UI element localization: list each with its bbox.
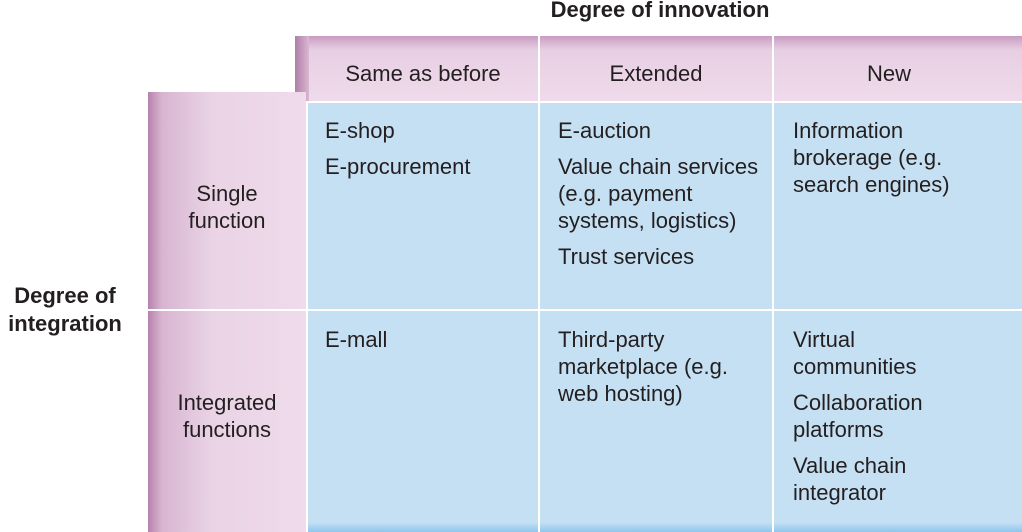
row-header-integrated: Integrated functions: [177, 390, 277, 442]
matrix-body: [306, 102, 1022, 532]
cell-item: Third-party marketplace (e.g. web hostin…: [558, 327, 728, 406]
columns-axis-title: Degree of innovation: [550, 0, 770, 22]
column-header-new: New: [866, 61, 911, 86]
cell-integrated-same: E-mall: [325, 326, 535, 362]
cell-item: E-auction: [558, 118, 651, 143]
cell-item: Information brokerage (e.g. search engin…: [793, 118, 950, 197]
row-header-single: Single function: [188, 181, 266, 233]
cell-item: Collaboration platforms: [793, 390, 923, 442]
cell-single-new: Information brokerage (e.g. search engin…: [793, 117, 993, 207]
cell-item: Virtual communities: [793, 327, 917, 379]
cell-single-extended: E-auction Value chain services (e.g. pay…: [558, 117, 770, 279]
matrix-bottom-edge: [306, 522, 1022, 532]
cell-integrated-new: Virtual communities Collaboration platfo…: [793, 326, 983, 515]
cell-item: Trust services: [558, 244, 695, 269]
grid-line: [772, 36, 774, 532]
cell-single-same: E-shop E-procurement: [325, 117, 535, 189]
cell-item: Value chain services (e.g. payment syste…: [558, 154, 759, 233]
column-header-same: Same as before: [345, 61, 501, 86]
cell-item: Value chain integrator: [793, 453, 907, 505]
grid-line: [306, 102, 308, 532]
cell-integrated-extended: Third-party marketplace (e.g. web hostin…: [558, 326, 763, 416]
grid-line: [148, 309, 1022, 311]
grid-line: [538, 36, 540, 532]
grid-line: [306, 101, 1022, 103]
cell-item: E-procurement: [325, 154, 471, 179]
rows-axis-title: Degree of integration: [8, 283, 122, 336]
column-header-band: [295, 36, 1022, 102]
cell-item: E-mall: [325, 327, 388, 352]
row-header-band: [148, 92, 306, 532]
cell-item: E-shop: [325, 118, 395, 143]
column-header-extended: Extended: [609, 61, 703, 86]
